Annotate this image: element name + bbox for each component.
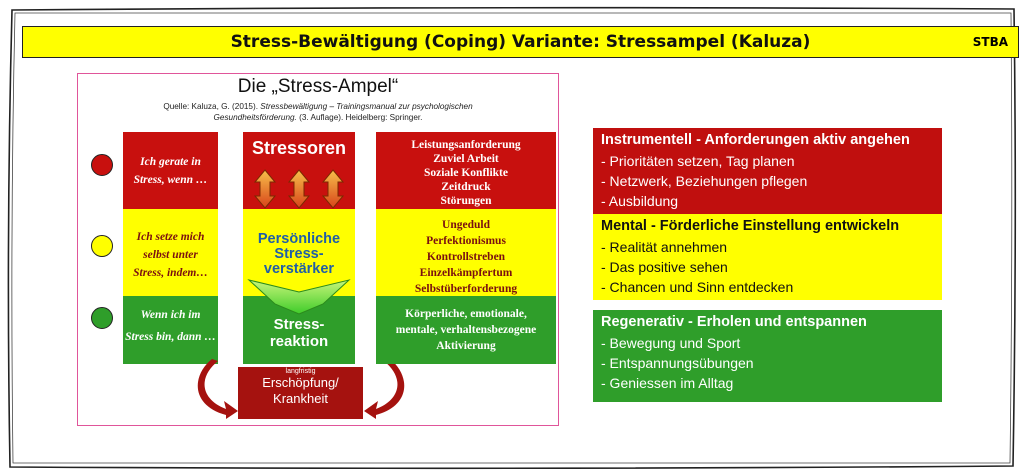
strategy-regenerativ: Regenerativ - Erholen und entspannen - Be… xyxy=(593,310,942,402)
prompt-yellow-line2: selbst unter xyxy=(143,249,198,261)
strategy-instrumentell: Instrumentell - Anforderungen aktiv ange… xyxy=(593,128,942,214)
source-book-subtitle: Gesundheitsförderung. xyxy=(213,113,297,122)
strategy-item: - Geniessen im Alltag xyxy=(601,375,734,391)
header-banner: Stress-Bewältigung (Coping) Variante: St… xyxy=(22,26,1019,58)
prompt-red: Ich gerate in Stress, wenn … xyxy=(123,132,218,209)
yellow-light-icon xyxy=(91,235,113,257)
list-yellow-item: Kontrollstreben xyxy=(426,251,506,263)
prompt-yellow-line3: Stress, indem… xyxy=(133,267,208,279)
header-tag: STBA xyxy=(972,35,1008,49)
verstaerker-label-3: verstärker xyxy=(263,261,335,277)
reaktion-label-2: reaktion xyxy=(269,333,329,350)
strategy-item: - Chancen und Sinn entdecken xyxy=(601,279,794,295)
list-green-item: Aktivierung xyxy=(436,340,496,352)
prompt-green: Wenn ich im Stress bin, dann … xyxy=(123,296,218,364)
erschoepfung-box: langfristig Erschöpfung/ Krankheit xyxy=(238,367,363,419)
strategy-title: Regenerativ - Erholen und entspannen xyxy=(601,314,867,330)
strategy-item: - Netzwerk, Beziehungen pflegen xyxy=(601,173,808,189)
list-red-item: Störungen xyxy=(440,195,492,207)
strategy-item: - Realität annehmen xyxy=(601,239,728,255)
chevron-down-icon xyxy=(247,279,351,315)
list-red-item: Zeitdruck xyxy=(441,181,491,193)
list-green-item: Körperliche, emotionale, xyxy=(405,308,527,320)
list-yellow-item: Perfektionismus xyxy=(426,235,506,247)
prompt-green-line1: Wenn ich im xyxy=(140,309,201,321)
source-author: Quelle: Kaluza, G. (2015). xyxy=(163,102,261,111)
strategy-item: - Ausbildung xyxy=(601,193,679,209)
arrows-graphic xyxy=(247,169,351,315)
red-light-icon xyxy=(91,154,113,176)
source-book-title: Stressbewältigung – Trainingsmanual zur … xyxy=(260,102,473,111)
strategy-title: Mental - Förderliche Einstellung entwick… xyxy=(601,218,900,234)
stressoren-label: Stressoren xyxy=(251,138,347,158)
langfristig-label: langfristig xyxy=(285,368,316,375)
list-red-item: Zuviel Arbeit xyxy=(433,153,499,165)
curved-arrow-left-icon xyxy=(197,359,238,419)
source-publisher: (3. Auflage). Heidelberg: Springer. xyxy=(296,113,423,122)
verstaerker-label-1: Persönliche xyxy=(257,231,341,247)
strategy-item: - Prioritäten setzen, Tag planen xyxy=(601,153,795,169)
diagram-title: Die „Stress-Ampel“ xyxy=(237,76,399,97)
curved-arrows xyxy=(197,359,405,419)
mid-reaktion: Stress- reaktion xyxy=(243,296,355,364)
stress-ampel-diagram: Die „Stress-Ampel“ Quelle: Kaluza, G. (2… xyxy=(77,73,559,426)
list-red-item: Leistungsanforderung xyxy=(411,139,521,151)
prompt-red-line1: Ich gerate in xyxy=(140,156,201,168)
diagram-source: Quelle: Kaluza, G. (2015). Stressbewälti… xyxy=(78,101,558,123)
reaktion-label-1: Stress- xyxy=(273,316,325,333)
list-green-items: Körperliche, emotionale, mentale, verhalt… xyxy=(376,306,556,354)
curved-arrow-right-icon xyxy=(364,359,405,419)
list-green-item: mentale, verhaltensbezogene xyxy=(395,324,537,336)
verstaerker-label-2: Stress- xyxy=(274,246,324,262)
strategy-item: - Das positive sehen xyxy=(601,259,728,275)
prompt-red-line2: Stress, wenn … xyxy=(133,174,208,186)
double-arrow-icon xyxy=(253,169,345,209)
mid-verstaerker xyxy=(243,209,355,296)
page-title: Stress-Bewältigung (Coping) Variante: St… xyxy=(230,32,811,52)
strategy-mental: Mental - Förderliche Einstellung entwick… xyxy=(593,214,942,300)
strategy-title: Instrumentell - Anforderungen aktiv ange… xyxy=(601,132,910,148)
erschoepfung-label-1: Erschöpfung/ xyxy=(262,375,339,390)
list-yellow-item: Einzelkämpfertum xyxy=(419,267,513,279)
strategy-item: - Entspannungsübungen xyxy=(601,355,754,371)
strategy-item: - Bewegung und Sport xyxy=(601,335,741,351)
list-yellow-item: Ungeduld xyxy=(442,219,490,231)
list-green: Körperliche, emotionale, mentale, verhalt… xyxy=(376,296,556,364)
prompt-yellow: Ich setze mich selbst unter Stress, inde… xyxy=(123,209,218,296)
verstaerker-label: Persönliche Stress- verstärker xyxy=(243,232,355,277)
list-red-item: Soziale Konflikte xyxy=(423,167,508,179)
erschoepfung-label-2: Krankheit xyxy=(273,391,328,406)
prompt-green-line2: Stress bin, dann … xyxy=(125,331,216,343)
list-yellow-item: Selbstüberforderung xyxy=(414,283,518,295)
prompt-yellow-line1: Ich setze mich xyxy=(136,231,205,243)
green-light-icon xyxy=(91,307,113,329)
